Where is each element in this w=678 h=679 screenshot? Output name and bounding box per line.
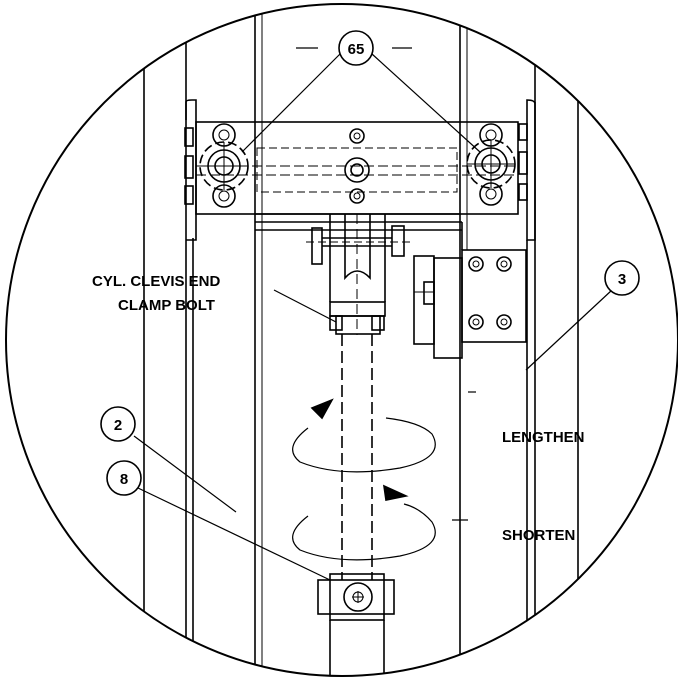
- left-bolt-cluster: [184, 123, 249, 208]
- shorten-label: SHORTEN: [502, 527, 575, 544]
- leader-65-left: [241, 53, 341, 153]
- left-side-bracket: [185, 99, 197, 241]
- callout-3-text: 3: [618, 271, 626, 288]
- cylinder-clevis: [306, 214, 410, 335]
- callout-2: 2: [100, 406, 136, 442]
- leader-2: [133, 435, 237, 513]
- left-outer-rail: [143, 4, 263, 676]
- leader-3: [525, 289, 613, 371]
- lengthen-rotation-arrow: [292, 398, 436, 473]
- callout-65: 65: [338, 30, 374, 66]
- callout-65-text: 65: [348, 41, 365, 58]
- callout-3: 3: [604, 260, 640, 296]
- lower-clamp: [317, 573, 395, 676]
- clevis-label-line1: CYL. CLEVIS END: [92, 273, 221, 290]
- clevis-label-line2: CLAMP BOLT: [118, 297, 215, 314]
- callout-2-text: 2: [114, 417, 122, 434]
- callout-8-text: 8: [120, 471, 128, 488]
- detail-view-border: [5, 3, 678, 677]
- right-outer-rail: [459, 4, 579, 676]
- leader-8: [137, 487, 331, 581]
- lengthen-label: LENGTHEN: [502, 429, 585, 446]
- mounting-plate: [195, 121, 519, 215]
- callout-8: 8: [106, 460, 142, 496]
- shorten-rotation-arrow: [292, 484, 436, 561]
- cylinder-rod: [341, 334, 373, 580]
- right-side-bracket: [526, 99, 536, 241]
- plate-center-bolts: [344, 128, 370, 204]
- leader-65-right: [371, 53, 481, 153]
- sensor-bracket: [413, 249, 527, 359]
- leader-clevis-bolt: [273, 289, 337, 323]
- right-bolt-cluster: [466, 123, 528, 206]
